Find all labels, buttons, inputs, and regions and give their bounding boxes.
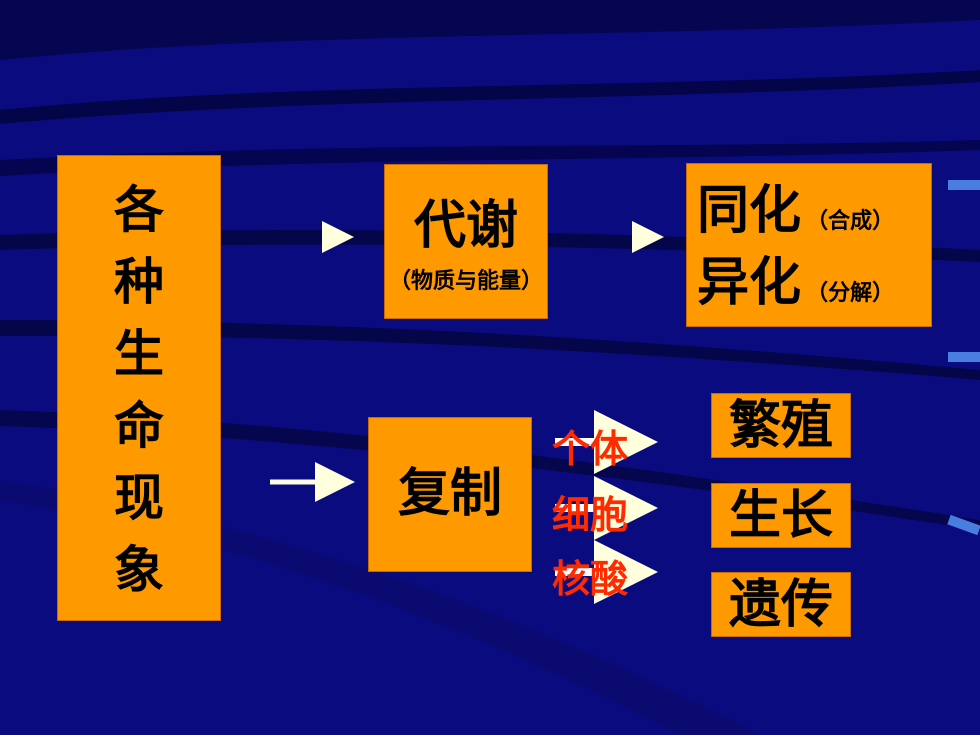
- dissimilation-label: 异化: [697, 253, 802, 313]
- metabolism-box: 代谢 （物质与能量）: [384, 164, 548, 319]
- left-char: 生: [114, 325, 164, 383]
- result-box-reproduction: 繁殖: [711, 393, 851, 458]
- level-individual: 个体: [552, 427, 629, 471]
- assimilation-box: 同化 （合成） 异化 （分解）: [686, 163, 932, 327]
- left-char: 种: [114, 253, 164, 311]
- replication-box: 复制: [368, 417, 532, 572]
- level-nucleic-acid: 核酸: [552, 557, 629, 601]
- metabolism-title: 代谢: [413, 196, 518, 256]
- life-phenomena-box: 各 种 生 命 现 象: [57, 155, 221, 621]
- edge-mark-2: [948, 352, 980, 362]
- replication-title: 复制: [397, 464, 502, 524]
- left-char: 现: [114, 469, 164, 527]
- result-box-heredity: 遗传: [711, 572, 851, 637]
- assimilation-label: 同化: [697, 181, 802, 241]
- left-char: 命: [114, 397, 164, 455]
- result-label: 遗传: [728, 575, 833, 635]
- left-char: 象: [114, 541, 164, 599]
- assimilation-note: （合成）: [806, 209, 895, 234]
- result-box-growth: 生长: [711, 483, 851, 548]
- edge-mark-3: [947, 514, 980, 536]
- result-label: 繁殖: [728, 396, 833, 456]
- level-cell: 细胞: [552, 493, 629, 537]
- dissimilation-note: （分解）: [806, 281, 895, 306]
- metabolism-subtitle: （物质与能量）: [388, 269, 543, 294]
- left-char: 各: [114, 181, 164, 239]
- result-label: 生长: [728, 486, 833, 546]
- edge-mark-1: [948, 180, 980, 190]
